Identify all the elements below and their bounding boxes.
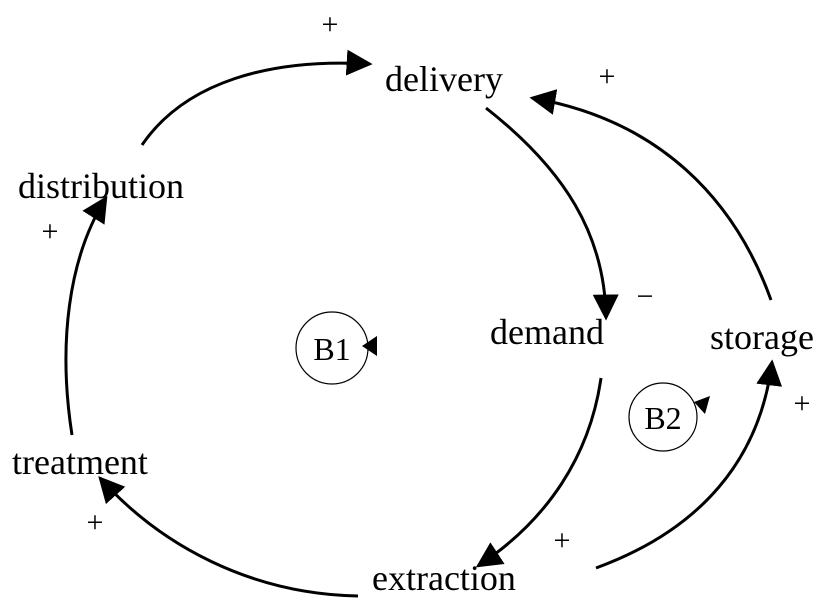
polarity-storage-delivery: + bbox=[599, 60, 616, 93]
link-treatment-distribution bbox=[64, 195, 108, 436]
link-extraction-storage bbox=[595, 359, 783, 570]
polarity-extraction-storage: + bbox=[794, 387, 811, 420]
link-distribution-delivery bbox=[140, 49, 373, 146]
loop-marker-b2: B2 bbox=[628, 382, 710, 452]
link-storage-delivery bbox=[529, 89, 773, 301]
link-extraction-treatment bbox=[98, 476, 359, 598]
node-delivery: delivery bbox=[385, 59, 503, 99]
node-demand: demand bbox=[490, 312, 604, 352]
loop-ring-b2 bbox=[628, 382, 698, 452]
node-storage: storage bbox=[710, 317, 814, 357]
node-distribution: distribution bbox=[18, 166, 184, 206]
link-demand-extraction bbox=[475, 377, 603, 568]
node-extraction: extraction bbox=[372, 558, 516, 598]
polarity-treatment-distribution: + bbox=[42, 215, 59, 248]
link-delivery-demand bbox=[485, 106, 619, 321]
loop-arrow-b1 bbox=[362, 336, 377, 356]
polarity-demand-extraction: + bbox=[554, 524, 571, 557]
loop-marker-b1: B1 bbox=[295, 311, 377, 385]
node-treatment: treatment bbox=[12, 442, 148, 482]
polarity-extraction-treatment: + bbox=[87, 506, 104, 539]
loop-arrow-b2 bbox=[694, 396, 710, 414]
loop-label-b2: B2 bbox=[644, 400, 681, 436]
polarity-delivery-demand: − bbox=[637, 280, 654, 313]
polarity-distribution-delivery: + bbox=[322, 8, 339, 41]
loop-label-b1: B1 bbox=[313, 331, 350, 367]
